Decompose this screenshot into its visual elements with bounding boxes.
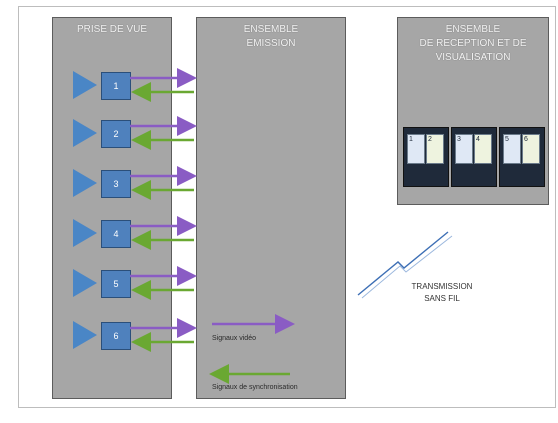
- screen-right-label: 4: [474, 134, 492, 164]
- camera-icon: [73, 169, 97, 197]
- camera-box-4: 4: [101, 220, 131, 248]
- legend-video-label: Signaux vidéo: [212, 335, 256, 342]
- legend-sync-label: Signaux de synchronisation: [212, 384, 298, 391]
- camera-icon: [73, 321, 97, 349]
- camera-icon: [73, 119, 97, 147]
- reception-panel-title-line2: DE RECEPTION ET DE: [419, 38, 527, 49]
- camera-box-1: 1: [101, 72, 131, 100]
- camera-icon: [73, 71, 97, 99]
- transmission-label-line2: SANS FIL: [424, 294, 460, 303]
- reception-panel-title-line3: VISUALISATION: [435, 52, 511, 63]
- camera-icon: [73, 219, 97, 247]
- emission-panel: ENSEMBLE EMISSION: [196, 17, 346, 399]
- lightning-icon: [357, 231, 453, 299]
- reception-panel-title-line1: ENSEMBLE: [445, 24, 501, 35]
- screen-left-label: 5: [503, 134, 521, 164]
- screen-left-label: 3: [455, 134, 473, 164]
- screen-right-label: 2: [426, 134, 444, 164]
- camera-box-3: 3: [101, 170, 131, 198]
- camera-box-5: 5: [101, 270, 131, 298]
- camera-icon: [73, 269, 97, 297]
- emission-panel-title-line2: EMISSION: [246, 38, 296, 49]
- screen-right-label: 6: [522, 134, 540, 164]
- screen-left-label: 1: [407, 134, 425, 164]
- camera-box-2: 2: [101, 120, 131, 148]
- capture-panel-title: PRISE DE VUE: [76, 24, 148, 35]
- camera-box-6: 6: [101, 322, 131, 350]
- emission-panel-title-line1: ENSEMBLE: [243, 24, 299, 35]
- transmission-label-line1: TRANSMISSION: [411, 282, 473, 291]
